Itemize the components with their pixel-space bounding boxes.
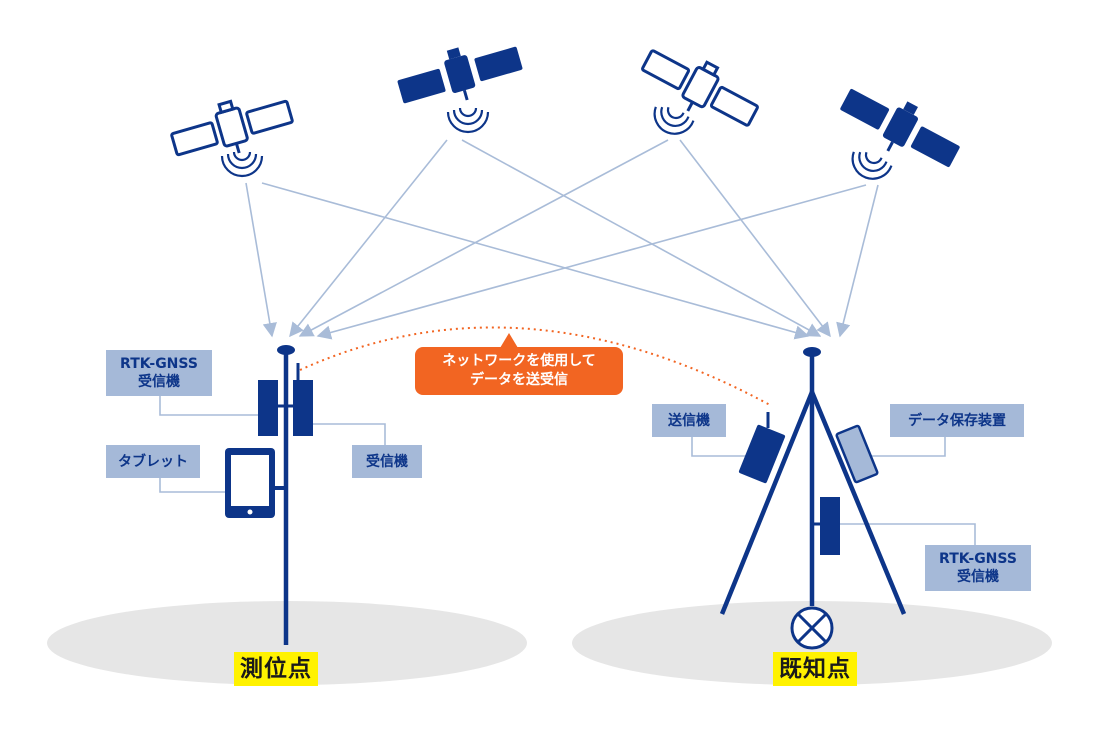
signal-wave-icon <box>845 147 894 186</box>
signal-lines <box>245 139 879 340</box>
signal-line <box>289 139 448 338</box>
signal-line <box>245 182 277 338</box>
base-site-label: 既知点 <box>773 652 857 686</box>
label-tablet: タブレット <box>106 445 200 478</box>
base-station <box>719 347 907 650</box>
rtk-receiver-device <box>258 380 278 436</box>
data-storage-device <box>835 424 879 484</box>
transmitter-device <box>738 424 786 484</box>
rtk-receiver-device <box>820 497 840 555</box>
antenna-icon <box>803 347 821 357</box>
benchmark-icon <box>790 606 834 650</box>
signal-line <box>679 139 831 338</box>
satellite-icon <box>170 99 294 157</box>
receiver-device <box>293 380 313 436</box>
signal-line <box>461 139 822 337</box>
signal-line <box>836 184 879 338</box>
label-base-rtk-receiver: RTK-GNSS 受信機 <box>925 545 1031 591</box>
network-callout: ネットワークを使用して データを送受信 <box>415 347 623 395</box>
network-link <box>299 326 771 406</box>
signal-line <box>261 182 810 340</box>
signal-wave-icon <box>446 106 490 134</box>
base-connectors <box>691 436 976 545</box>
rover-site-label: 測位点 <box>234 652 318 686</box>
callout-tail <box>500 333 518 348</box>
satellite-icon <box>840 89 960 167</box>
signal-wave-icon <box>220 150 264 178</box>
satellite-icon <box>641 49 759 127</box>
satellite-icon <box>397 46 523 104</box>
label-data-storage: データ保存装置 <box>890 404 1024 437</box>
label-transmitter: 送信機 <box>652 404 726 437</box>
label-receiver: 受信機 <box>352 445 422 478</box>
signal-line <box>298 139 669 337</box>
label-rover-rtk-receiver: RTK-GNSS 受信機 <box>106 350 212 396</box>
rover-station <box>225 345 313 645</box>
signal-line <box>316 184 867 340</box>
tablet-icon <box>225 448 275 518</box>
rover-connectors <box>159 396 386 493</box>
